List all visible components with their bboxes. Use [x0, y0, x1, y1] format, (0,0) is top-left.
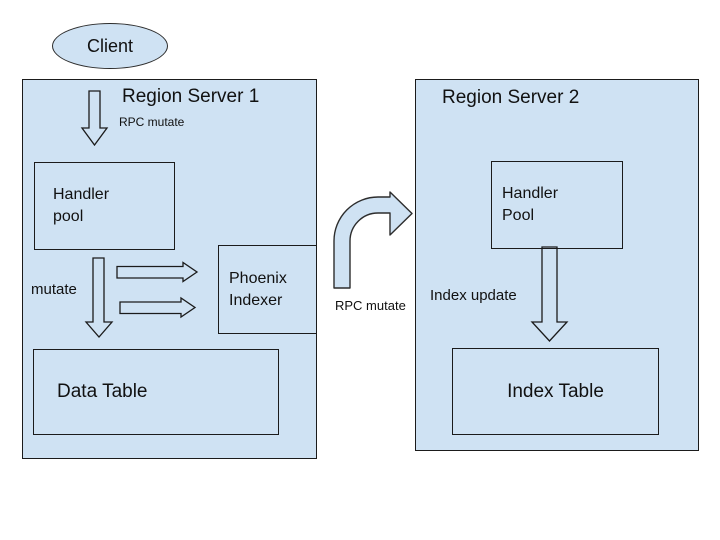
handler-pool-1-node: Handler pool [34, 162, 175, 250]
index-table-node: Index Table [452, 348, 659, 435]
region-server-1-title: Region Server 1 [122, 86, 260, 107]
phoenix-indexer-label: Phoenix Indexer [229, 269, 287, 309]
handler-pool-2-node: Handler Pool [491, 161, 623, 249]
handler-pool-2-label: Handler Pool [502, 185, 559, 224]
data-table-label: Data Table [57, 381, 148, 403]
mutate-label: mutate [31, 281, 77, 298]
arrow-region1-to-region2 [333, 191, 413, 289]
rpc-mutate-label-2: RPC mutate [335, 298, 406, 313]
region-server-2-title: Region Server 2 [442, 87, 580, 108]
rpc-mutate-label-1: RPC mutate [119, 115, 185, 129]
region-server-2-box: Region Server 2 [415, 79, 699, 451]
client-node: Client [52, 23, 168, 69]
phoenix-indexer-node: Phoenix Indexer [218, 245, 317, 334]
index-update-label: Index update [430, 287, 517, 304]
handler-pool-1-label: Handler pool [53, 186, 110, 225]
index-table-label: Index Table [507, 380, 604, 402]
data-table-node: Data Table [33, 349, 279, 435]
client-label: Client [86, 35, 134, 56]
